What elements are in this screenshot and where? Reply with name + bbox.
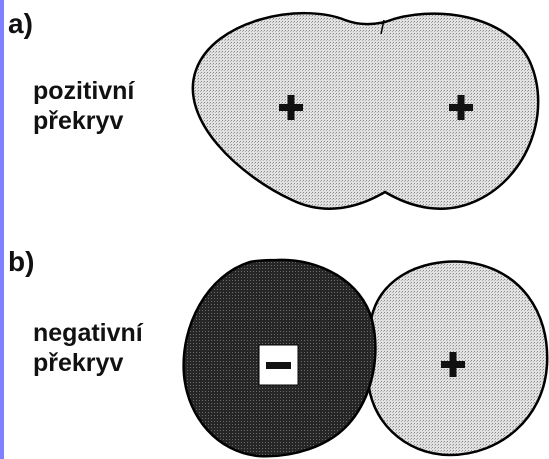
negative-left-minus-icon <box>259 345 298 385</box>
positive-overlap-lobe <box>193 13 538 209</box>
negative-overlap-right-lobe <box>368 262 547 455</box>
